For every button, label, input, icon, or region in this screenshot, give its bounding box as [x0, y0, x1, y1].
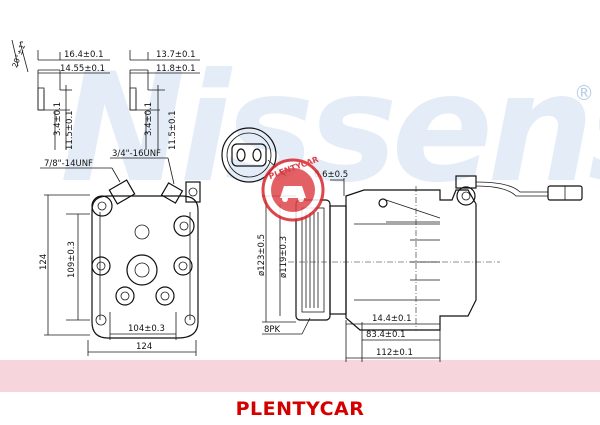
- thread-small-label: 3/4"-16UNF: [112, 149, 161, 159]
- dim-109-label: 109±0.3: [67, 241, 77, 278]
- connector-detail-left: [11, 39, 110, 150]
- dim-14-55-label: 14.55±0.1: [60, 64, 105, 74]
- dim-6-6-label: 6.6±0.5: [314, 170, 348, 180]
- dim-112-label: 112±0.1: [376, 348, 413, 358]
- dim-3-4-right-label: 3.4±0.1: [144, 102, 154, 136]
- connector-detail-right: [129, 50, 200, 150]
- dim-124-vertical-label: 124: [39, 254, 49, 270]
- brand-watermark-word: Nissens: [60, 42, 600, 216]
- dim-16-4-label: 16.4±0.1: [64, 50, 104, 60]
- thread-large-label: 7/8"-14UNF: [44, 159, 93, 169]
- dim-11-8-label: 11.8±0.1: [156, 64, 196, 74]
- dim-dia-123-label: ø123±0.5: [257, 234, 267, 276]
- plentycar-stamp: PLENTYCAR: [261, 155, 325, 222]
- dim-3-4-left-label: 3.4±0.1: [53, 102, 63, 136]
- dim-11-5-left-label: 11.5±0.1: [65, 110, 75, 150]
- dim-104-label: 104±0.3: [128, 324, 165, 334]
- dim-14-4-label: 14.4±0.1: [372, 314, 412, 324]
- dim-83-4-label: 83.4±0.1: [366, 330, 406, 340]
- footer-band: [0, 360, 600, 392]
- compressor-front-view: [40, 157, 201, 356]
- brand-watermark: Nissens ®: [60, 42, 600, 216]
- dim-dia-119-label: ø119±0.3: [279, 236, 289, 278]
- dim-13-7-label: 13.7±0.1: [156, 50, 196, 60]
- plug-connector-detail: [221, 127, 287, 183]
- brand-label: PLENTYCAR: [235, 398, 365, 420]
- belt-type-label: 8PK: [264, 325, 281, 335]
- dim-124-horizontal-label: 124: [136, 342, 152, 352]
- dim-11-5-right-label: 11.5±0.1: [168, 110, 178, 150]
- registered-mark: ®: [574, 81, 594, 105]
